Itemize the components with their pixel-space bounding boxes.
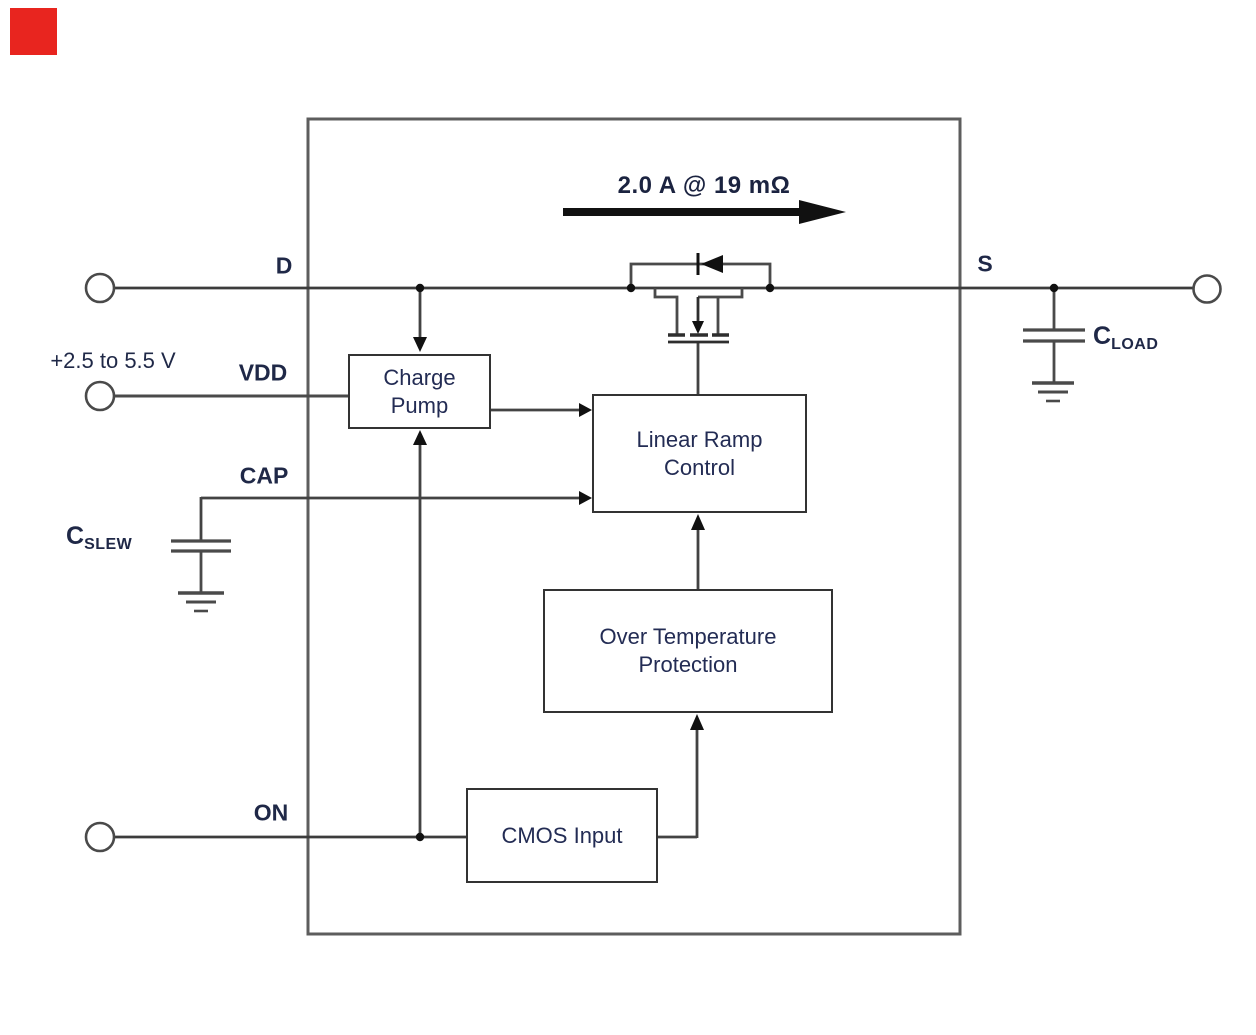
block-cmos-input-line1: CMOS Input [501, 822, 623, 848]
cslew-capacitor-symbol [171, 539, 231, 613]
supply-range-label: +2.5 to 5.5 V [50, 348, 176, 373]
arrowhead-up-into-chargepump [413, 430, 427, 445]
junction-dot-diode-right [765, 283, 775, 293]
pin-label-s: S [977, 250, 993, 277]
arrowhead-up-into-ramp [691, 514, 705, 530]
junction-dot-diode-left [626, 283, 636, 293]
block-linear-ramp-line1: Linear Ramp [636, 426, 763, 452]
red-marker-square [10, 8, 57, 55]
cslew-label-subscript: SLEW [84, 536, 133, 553]
body-diode-loop-wire [629, 262, 772, 288]
arrowhead-down-into-chargepump [413, 337, 427, 352]
current-arrow-shaft [563, 208, 801, 216]
block-linear-ramp-line2: Control [664, 454, 735, 480]
pin-label-on: ON [253, 799, 289, 826]
current-rating-label: 2.0 A @ 19 mΩ [617, 172, 791, 199]
cslew-label-symbol: C [66, 522, 85, 550]
block-cmos-input: CMOS Input [466, 788, 658, 883]
ic-boundary-box [306, 117, 962, 936]
cload-capacitor-symbol [1023, 288, 1085, 403]
block-charge-pump-line1: Charge [383, 364, 456, 390]
mosfet-source-leg [698, 288, 744, 299]
cload-label-symbol: C [1093, 322, 1112, 350]
block-over-temp-line2: Protection [638, 652, 738, 677]
mosfet-symbol [653, 288, 744, 395]
current-flow-arrow [563, 200, 846, 224]
junction-dot-drain [415, 283, 425, 293]
arrowhead-right-into-ramp-top [579, 403, 592, 417]
block-linear-ramp-control: Linear Ramp Control [592, 394, 807, 513]
junction-dot-cload [1049, 283, 1059, 293]
block-charge-pump-line2: Pump [390, 392, 449, 418]
arrowhead-up-into-overtemp [690, 714, 704, 730]
block-over-temp-line1: Over Temperature [599, 624, 777, 649]
junction-dot-on [415, 832, 425, 842]
mosfet-body-arrowhead [692, 321, 704, 334]
block-charge-pump: Charge Pump [348, 354, 491, 429]
mosfet-drain-leg [653, 288, 679, 335]
terminal-circle-on [84, 821, 116, 853]
pin-label-cap: CAP [239, 462, 289, 489]
cslew-label: CSLEW [66, 522, 132, 554]
terminal-circle-vdd [84, 380, 116, 412]
terminal-circle-source [1192, 274, 1222, 304]
body-diode-symbol [629, 253, 772, 288]
cload-label-subscript: LOAD [1111, 336, 1159, 353]
current-arrow-head [799, 200, 846, 224]
terminal-circle-d [84, 272, 116, 304]
pin-label-vdd: VDD [238, 359, 288, 386]
cload-label: CLOAD [1093, 322, 1158, 354]
pin-label-d: D [275, 252, 293, 279]
arrowhead-right-into-ramp-cap [579, 491, 592, 505]
diode-triangle [701, 255, 723, 273]
block-over-temperature-protection: Over Temperature Protection [543, 589, 833, 713]
